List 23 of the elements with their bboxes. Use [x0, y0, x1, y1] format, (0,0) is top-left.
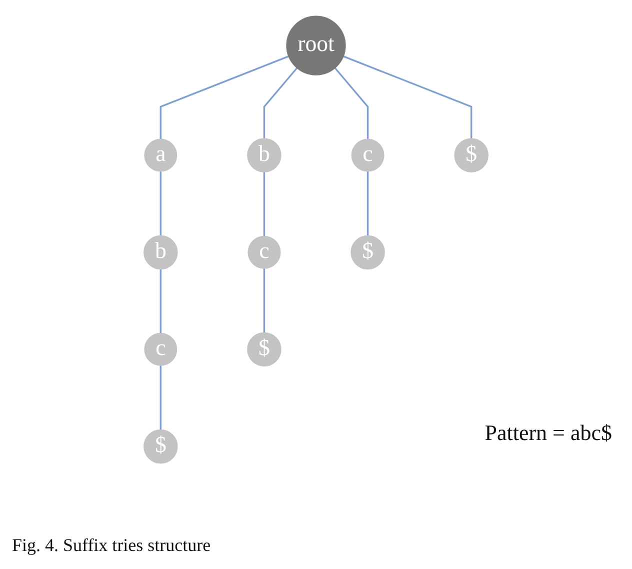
- node-circle: b: [247, 138, 282, 172]
- node-circle: $: [247, 332, 282, 367]
- connector: [342, 55, 472, 139]
- connector: [263, 268, 266, 333]
- connector: [160, 268, 162, 334]
- connector: [334, 67, 369, 140]
- node-circle: c: [144, 332, 178, 366]
- connector: [160, 171, 162, 236]
- figure-caption: Fig. 4. Suffix tries structure: [12, 535, 211, 556]
- connector: [263, 172, 266, 237]
- connector: [160, 55, 290, 140]
- node-circle: b: [144, 235, 178, 270]
- node-circle: root: [286, 16, 346, 76]
- node-circle: $: [454, 138, 488, 172]
- node-circle: c: [248, 236, 281, 269]
- node-circle: $: [144, 429, 178, 464]
- connector: [160, 365, 162, 430]
- node-circle: a: [144, 138, 178, 172]
- connector: [366, 171, 369, 236]
- node-circle: c: [351, 138, 384, 172]
- pattern-note: Pattern = abc$: [484, 420, 612, 446]
- connector: [263, 67, 298, 139]
- node-circle: $: [350, 235, 385, 270]
